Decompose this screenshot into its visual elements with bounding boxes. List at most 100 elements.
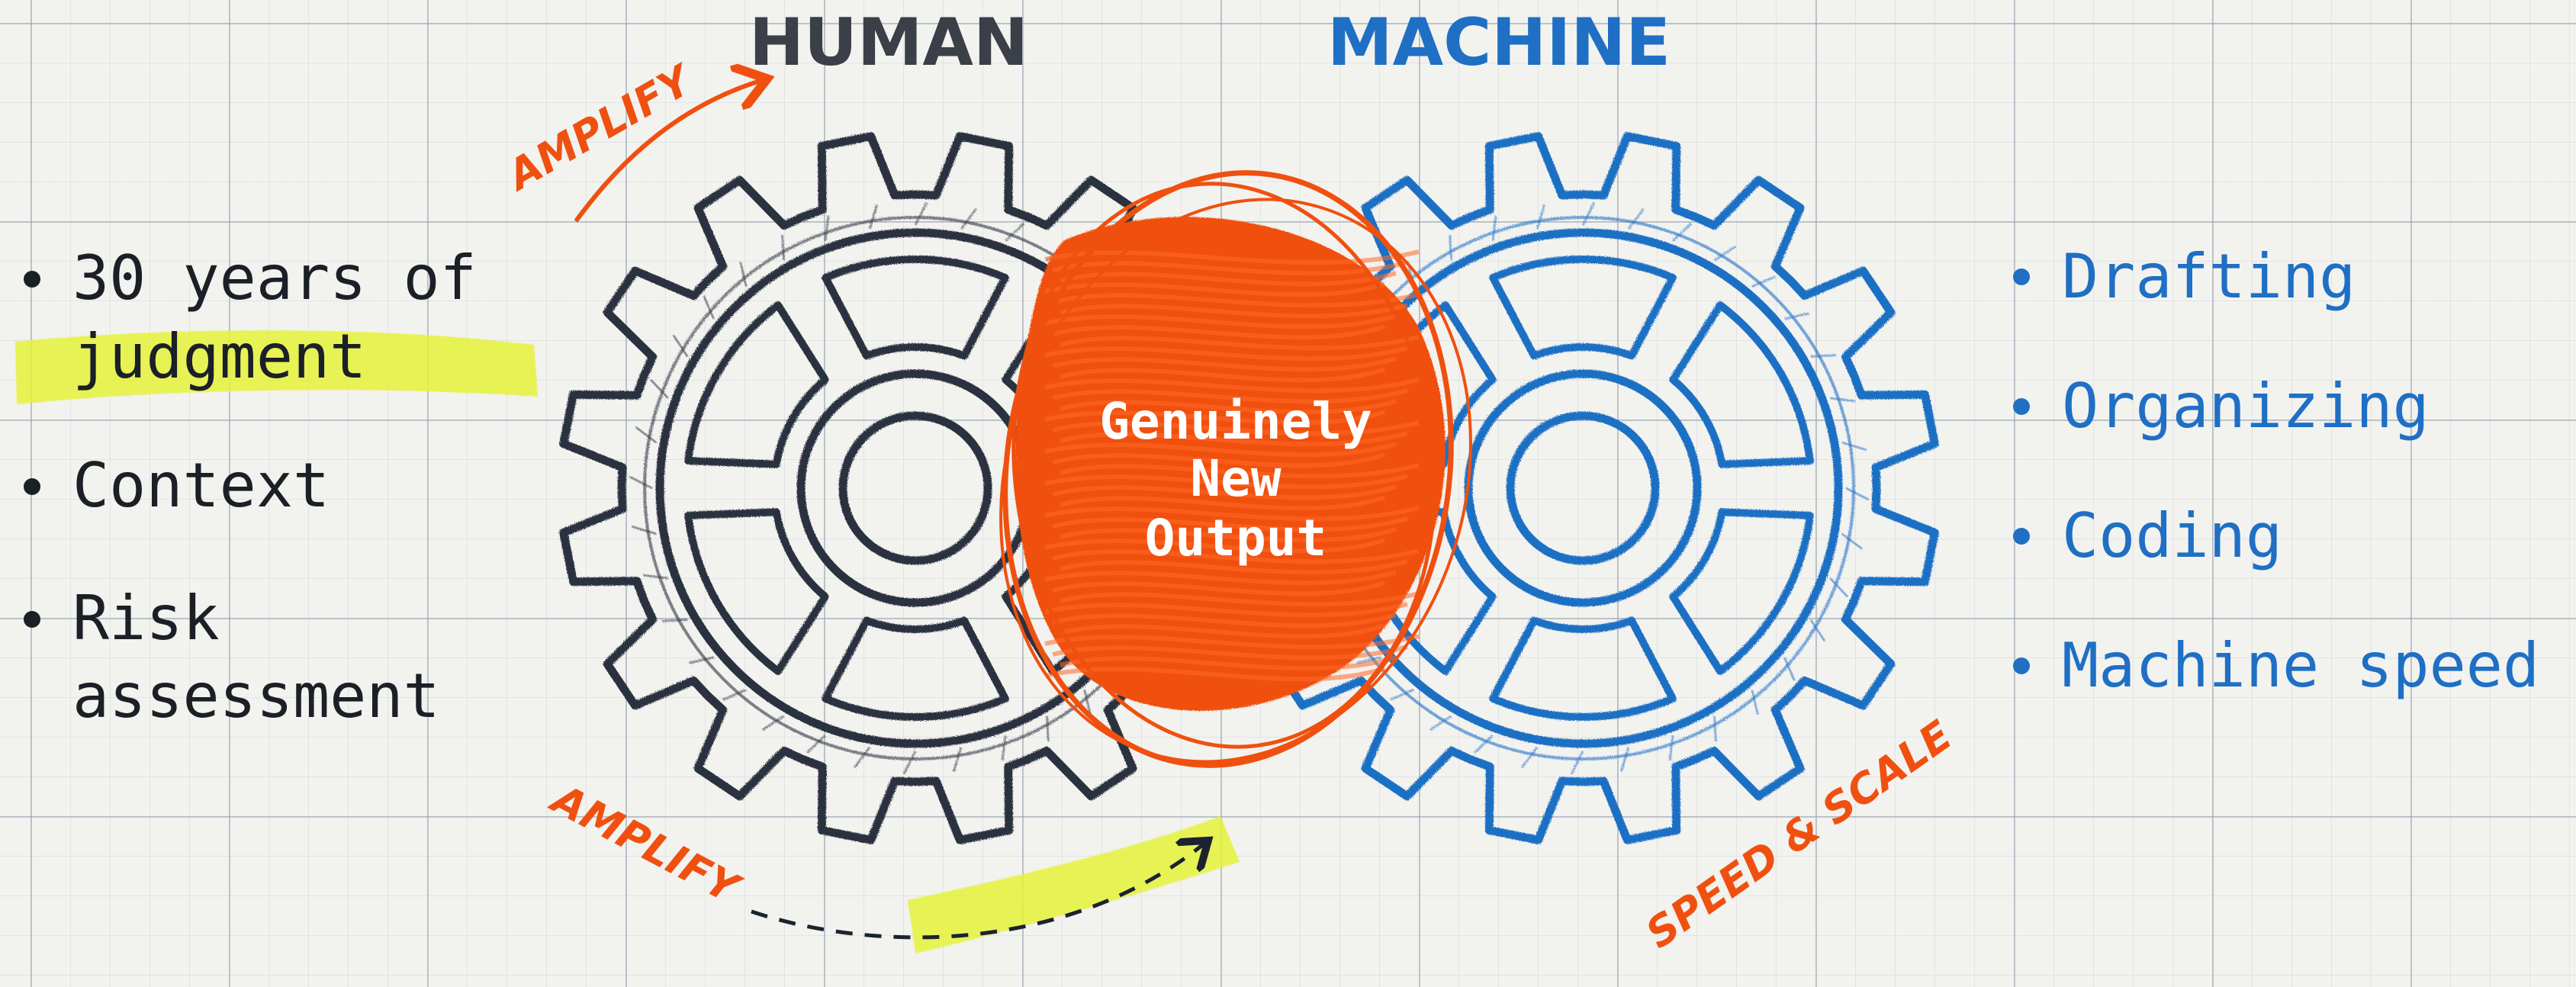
amplify-bottom-label: AMPLIFY — [542, 773, 749, 914]
gear-hatch — [1809, 619, 1826, 642]
scribble-stroke — [1052, 356, 1397, 372]
center-line-3: Output — [1145, 509, 1327, 567]
highlight-judgment — [15, 330, 538, 404]
gear-window — [822, 616, 1009, 721]
scribble-stroke — [1052, 612, 1397, 629]
speed-scale-label: SPEED & SCALE — [1637, 711, 1960, 957]
scribble-stroke — [1044, 634, 1420, 650]
gear-hatch — [1619, 747, 1630, 773]
gear-hatch — [1668, 735, 1674, 761]
gear-hatch — [722, 688, 747, 701]
gear-hatch — [688, 656, 715, 664]
human-item-2: Context — [72, 450, 330, 521]
gear-teeth — [559, 132, 1272, 844]
bullet-dot — [2013, 268, 2030, 285]
gear-window — [1669, 301, 1814, 468]
gear-hatch — [1046, 715, 1050, 742]
gear-hatch — [629, 475, 653, 490]
scribble-stroke — [1052, 452, 1385, 468]
gear-hatch — [1627, 207, 1645, 230]
gear-hatch — [1671, 222, 1693, 242]
scribble-stroke — [1044, 570, 1397, 586]
scribble-stroke — [1060, 591, 1420, 607]
bullet-dot — [2013, 657, 2030, 674]
scribble-stroke — [1044, 313, 1397, 330]
gear-hatch — [806, 735, 827, 754]
scribble-stroke — [1044, 410, 1385, 426]
scribble-stroke — [1044, 346, 1408, 362]
amplify-top-label: AMPLIFY — [497, 54, 703, 201]
scribble-stroke — [1060, 527, 1397, 543]
scribble-stroke — [1060, 367, 1385, 383]
highlight-amplify-arrow — [908, 816, 1240, 953]
gear-window — [1489, 616, 1677, 721]
gear-hatch — [739, 261, 748, 288]
scribble-stroke — [1052, 324, 1385, 340]
scribble-stroke — [1052, 420, 1420, 436]
gear-hatch — [649, 378, 669, 400]
bullet-dot — [2013, 528, 2030, 545]
gear-hatch — [1581, 201, 1596, 226]
scribble-stroke — [1052, 645, 1408, 661]
gear-hatch — [1473, 735, 1494, 754]
gear-hatch — [1841, 441, 1867, 452]
scribble-stroke — [1060, 655, 1397, 671]
gear-hatch — [1449, 234, 1452, 261]
gear-hatch — [853, 746, 871, 769]
scribble-stroke — [1044, 474, 1408, 490]
gear-hatch — [1713, 245, 1737, 262]
gear-hatch — [1841, 532, 1864, 551]
bullet-dot — [24, 478, 40, 495]
scribble-stroke — [1044, 378, 1420, 394]
machine-title: MACHINE — [1327, 5, 1671, 81]
scribble-stroke — [1052, 484, 1397, 500]
gear-hatch — [1830, 397, 1856, 403]
scribble-stroke — [1052, 292, 1420, 308]
gear-hatch — [1429, 715, 1452, 731]
gear-hatch — [672, 334, 689, 358]
gear-hatch — [1810, 354, 1837, 358]
scribble-stroke — [1060, 303, 1408, 319]
gear-window — [684, 508, 829, 675]
gear-hatch — [1751, 275, 1776, 288]
gear-hatch — [1536, 204, 1546, 230]
gear-hatch — [824, 215, 830, 241]
human-item-3-line-1: Risk — [72, 583, 220, 654]
gear-window — [1489, 256, 1677, 360]
gear-hatch — [902, 751, 917, 775]
gear-hatch — [1001, 735, 1007, 761]
gear-hatch — [1083, 689, 1092, 715]
scribble-stroke — [1052, 516, 1408, 532]
scribble-stroke — [1044, 506, 1420, 522]
gear-hatch — [1783, 312, 1810, 320]
gear-hatch — [661, 619, 688, 622]
amplify-top-arrow — [574, 80, 763, 223]
gear-window — [822, 256, 1009, 360]
gear-hub — [1464, 369, 1702, 607]
gear-hatch — [960, 207, 978, 230]
scribble-stroke — [1052, 260, 1408, 276]
gear-hatch — [703, 295, 716, 320]
gear-hatch — [1356, 656, 1382, 664]
scribble-stroke — [1060, 495, 1385, 511]
bullet-dot — [2013, 398, 2030, 415]
machine-item-2: Organizing — [2062, 371, 2430, 442]
scribble-stroke — [1044, 602, 1408, 618]
human-item-1-line-1: 30 years of — [72, 243, 477, 313]
gear-hatch — [1845, 487, 1870, 501]
machine-item-3: Coding — [2062, 500, 2282, 571]
gear-window — [1669, 508, 1814, 675]
gear-axle — [1506, 411, 1660, 565]
amplify-bottom-arrow — [751, 843, 1205, 940]
gear-hatch — [1390, 688, 1414, 701]
gear-hatch — [761, 715, 785, 731]
machine-item-1: Drafting — [2062, 241, 2356, 312]
human-list: 30 years of judgment Context Risk assess… — [24, 243, 477, 731]
gear-hatch — [631, 525, 657, 535]
gear-hatch — [635, 426, 658, 444]
gear-hatch — [952, 747, 963, 773]
gear-hatch — [642, 574, 668, 580]
human-title: HUMAN — [749, 5, 1028, 81]
gear-hatch — [1004, 222, 1025, 242]
gear-hub — [796, 369, 1034, 607]
